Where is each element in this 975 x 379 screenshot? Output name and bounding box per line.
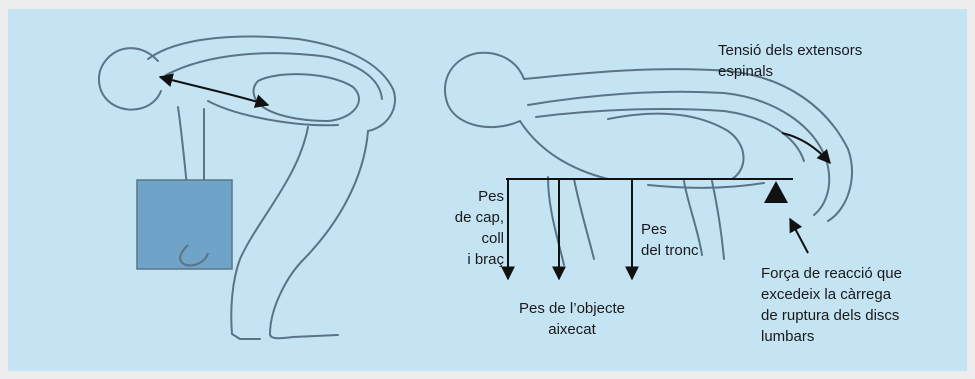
spine-flex-arrow xyxy=(160,77,268,105)
trunk-weight-label: Pes del tronc xyxy=(641,219,699,261)
right-arm xyxy=(548,177,564,265)
right-head xyxy=(445,53,524,127)
right-leg xyxy=(712,181,724,259)
left-back-leg xyxy=(270,131,368,338)
diagram-panel: Tensió dels extensors espinals Pes de ca… xyxy=(8,9,967,371)
reaction-force-arrow xyxy=(790,219,808,253)
lifted-box xyxy=(137,180,232,269)
fulcrum-triangle xyxy=(764,181,788,203)
reaction-force-label: Força de reacció que excedeix la càrrega… xyxy=(761,263,902,347)
head-weight-label: Pes de cap, coll i braç xyxy=(450,186,504,270)
object-weight-label: Pes de l’objecte aixecat xyxy=(498,298,646,340)
left-front-leg xyxy=(231,127,308,339)
tension-label: Tensió dels extensors espinals xyxy=(718,40,862,82)
